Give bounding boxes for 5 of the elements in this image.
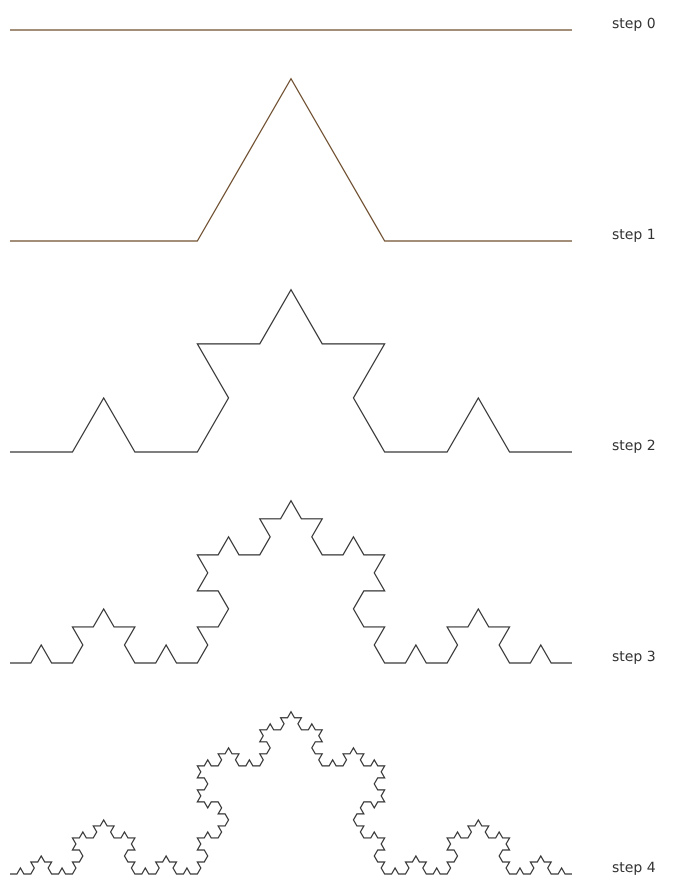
step-label: step 4: [612, 860, 656, 876]
step-label: step 1: [612, 227, 656, 243]
step-label: step 0: [612, 16, 656, 32]
step-label: step 3: [612, 649, 656, 665]
step-label: step 2: [612, 438, 656, 454]
